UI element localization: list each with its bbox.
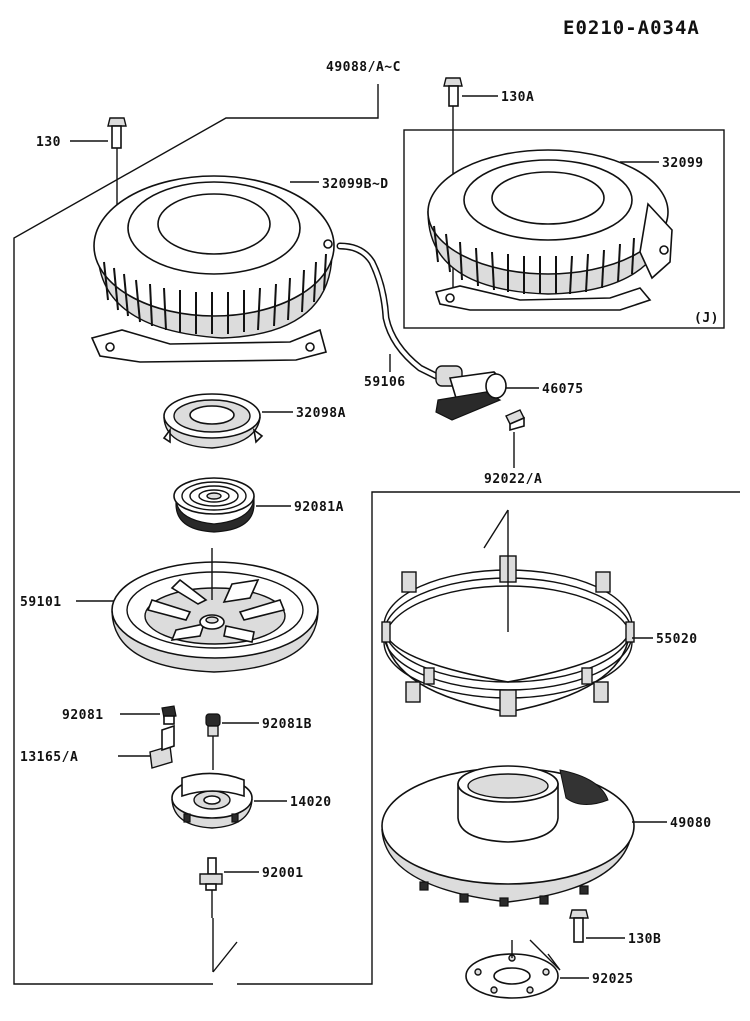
pulley-59101: [111, 548, 319, 673]
break-line-2: [212, 941, 238, 973]
spring-92081A: [173, 477, 255, 533]
label-130: 130: [36, 135, 61, 150]
label-92022: 92022/A: [484, 472, 542, 487]
spring-92081B: [205, 713, 221, 770]
label-59101: 59101: [20, 595, 62, 610]
label-92081B: 92081B: [262, 717, 312, 732]
label-130B: 130B: [628, 932, 661, 947]
starter-rope-59106: [336, 242, 440, 380]
label-13165: 13165/A: [20, 750, 78, 765]
diagram-code: E0210-A034A: [563, 17, 700, 39]
break-arrow-2: [529, 939, 561, 971]
recoil-housing-32099: [427, 149, 673, 311]
label-55020: 55020: [656, 632, 698, 647]
rotating-screen-49080: [381, 765, 635, 907]
assembly-frame: [13, 84, 379, 985]
starter-rope-59106-core: [338, 244, 438, 378]
bolt-130B: [569, 909, 589, 943]
label-32098A: 32098A: [296, 406, 346, 421]
label-32099BD: 32099B~D: [322, 177, 389, 192]
label-92081A: 92081A: [294, 500, 344, 515]
insert-92022: [505, 409, 525, 432]
reel-32098A: [162, 393, 264, 449]
variant-box: [403, 129, 725, 329]
screw-92001: [199, 857, 223, 918]
label-J: (J): [694, 311, 719, 326]
pawl-92081: [161, 705, 177, 725]
bolt-130: [107, 117, 127, 258]
label-130A: 130A: [501, 90, 534, 105]
assembly-frame-right: [237, 491, 740, 985]
break-arrow: [483, 509, 509, 549]
label-14020: 14020: [290, 795, 332, 810]
handle-46075: [435, 365, 507, 421]
label-92001: 92001: [262, 866, 304, 881]
label-92081: 92081: [62, 708, 104, 723]
plate-92025: [465, 953, 559, 999]
ratchet-13165: [149, 724, 175, 769]
label-49088: 49088/A~C: [326, 60, 401, 75]
recoil-housing-32099BD: [90, 175, 335, 363]
label-46075: 46075: [542, 382, 584, 397]
cam-14020: [171, 772, 253, 829]
guide-55020: [381, 555, 635, 717]
label-32099: 32099: [662, 156, 704, 171]
label-49080: 49080: [670, 816, 712, 831]
label-59106: 59106: [364, 375, 406, 390]
label-92025: 92025: [592, 972, 634, 987]
